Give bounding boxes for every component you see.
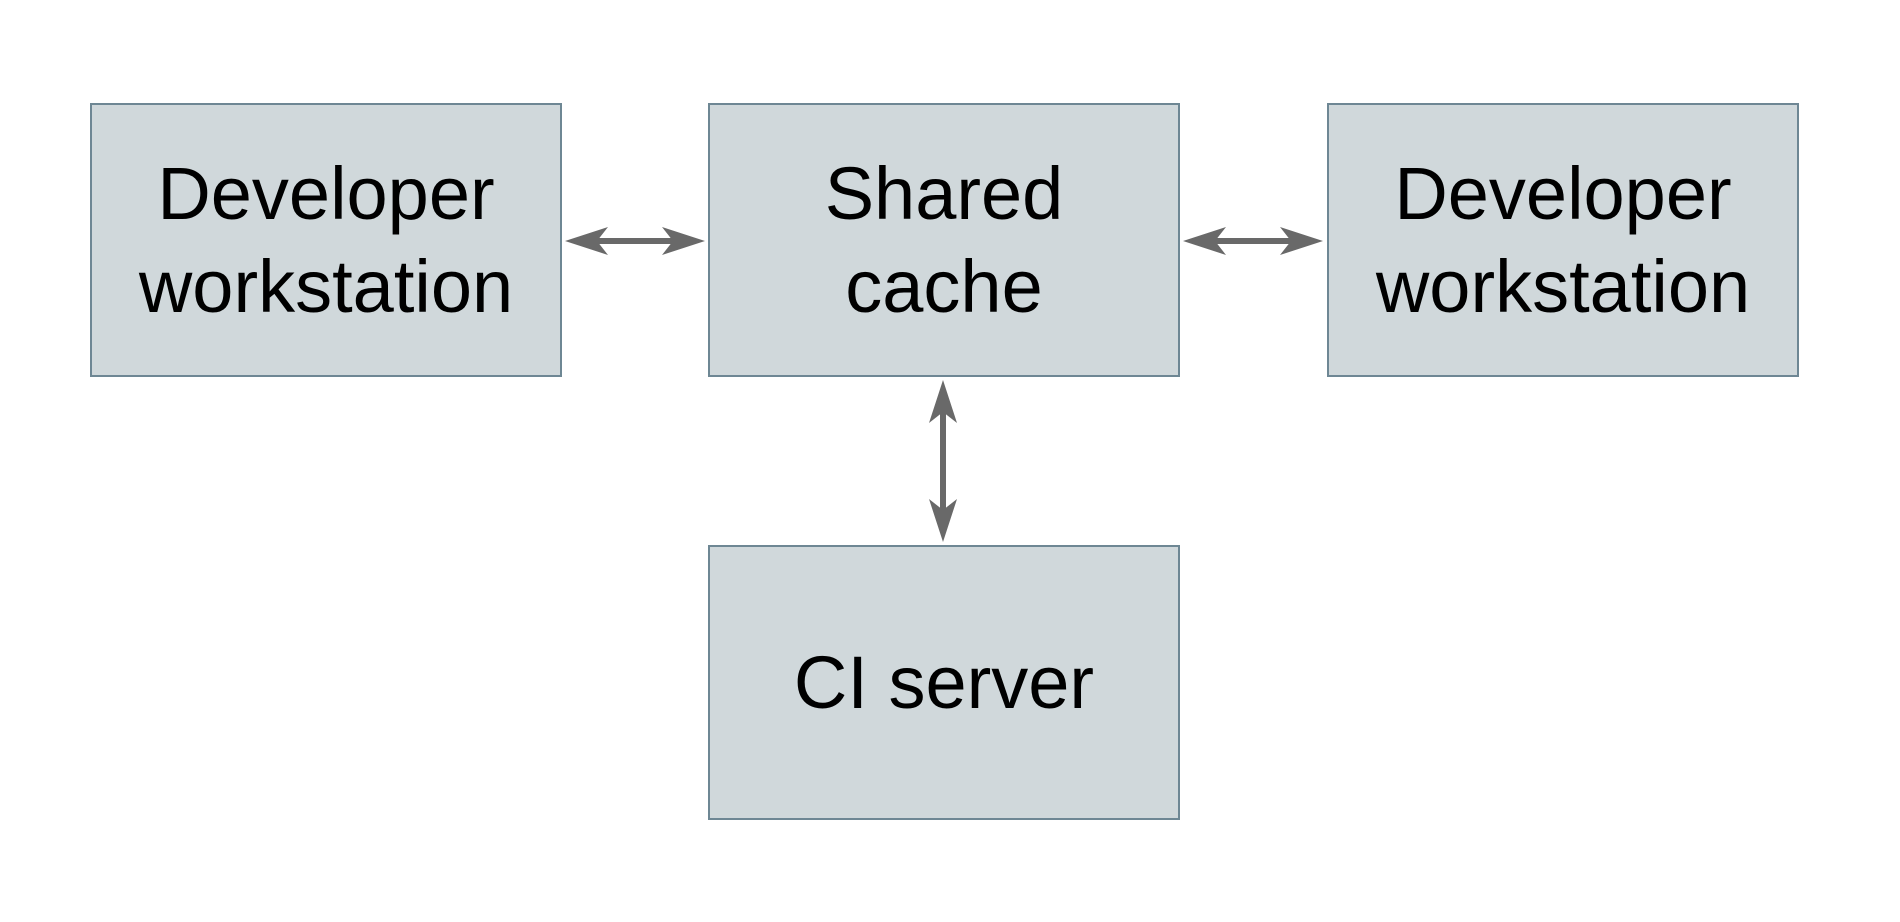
node-label-ci-server: CI server — [793, 640, 1095, 724]
node-shared-cache: Shared cache — [708, 103, 1180, 377]
node-ci-server: CI server — [708, 545, 1180, 820]
bidirectional-arrow-cache-ci-server — [929, 380, 957, 542]
node-developer-workstation-left: Developer workstation — [90, 103, 562, 377]
bidirectional-arrow-left-workstation-cache — [565, 227, 705, 255]
bidirectional-arrow-cache-right-workstation — [1183, 227, 1323, 255]
node-label-shared-cache: Shared cache — [824, 151, 1064, 328]
node-developer-workstation-right: Developer workstation — [1327, 103, 1799, 377]
node-label-developer-workstation-left: Developer workstation — [138, 151, 514, 328]
node-label-developer-workstation-right: Developer workstation — [1375, 151, 1751, 328]
